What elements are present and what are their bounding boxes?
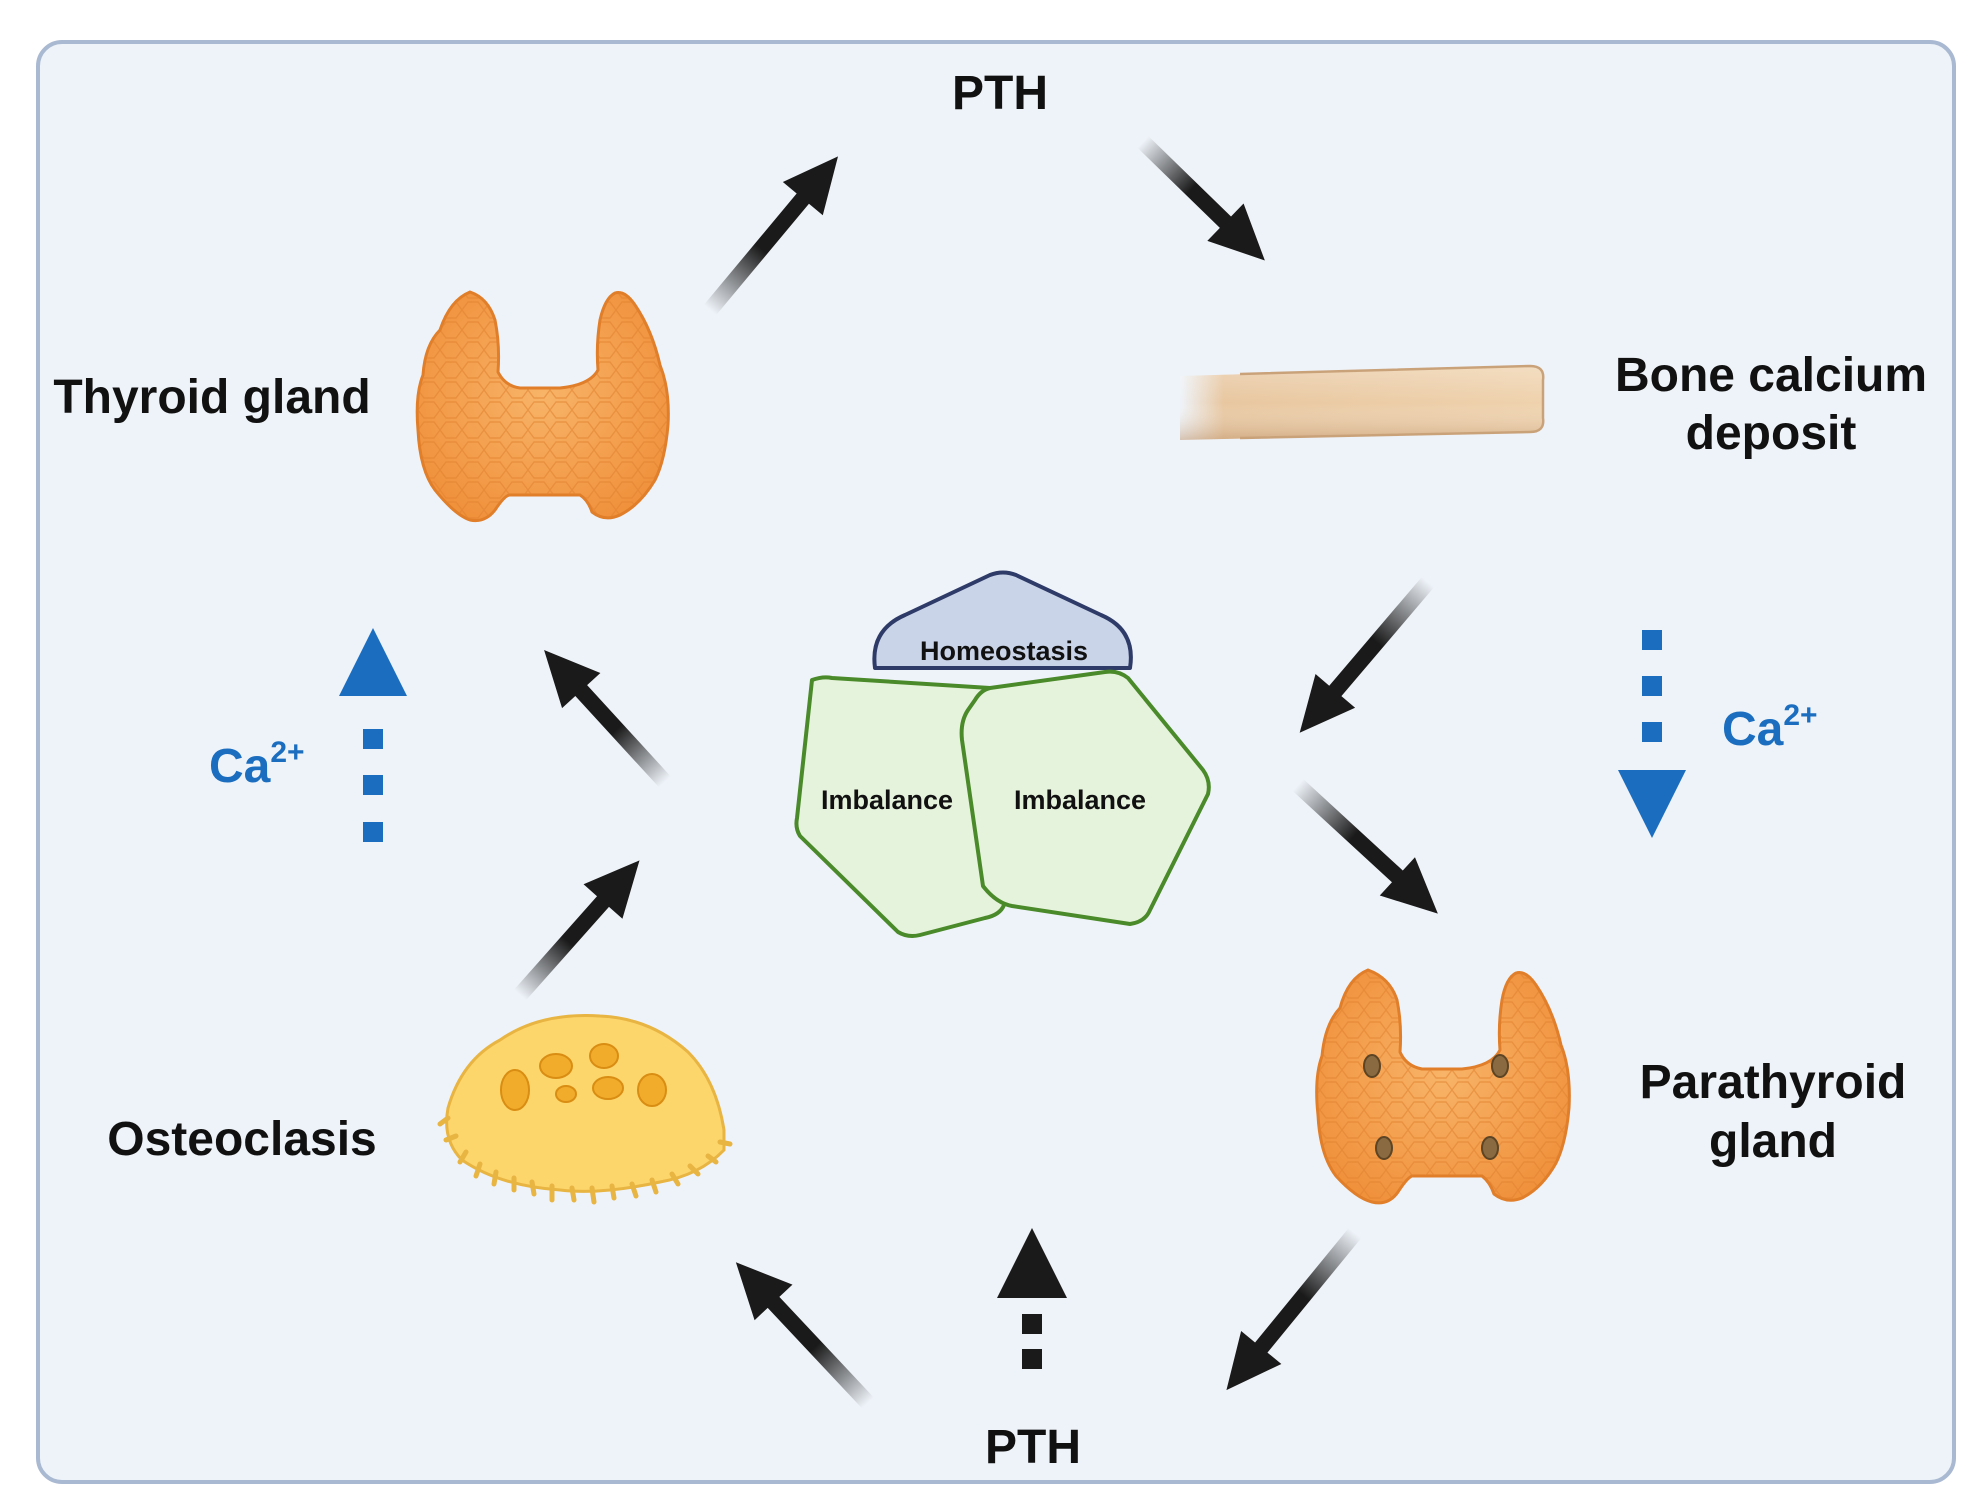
- parathyroid-label-line2: gland: [1709, 1115, 1837, 1168]
- calcium-left-label: Ca2+: [209, 736, 305, 793]
- osteoclast-cell-icon: [437, 1014, 733, 1205]
- calcium-right-charge: 2+: [1783, 699, 1817, 732]
- calcium-left-charge: 2+: [270, 736, 304, 769]
- thyroid-gland-icon: [415, 290, 670, 522]
- homeostasis-label: Homeostasis: [920, 636, 1088, 666]
- arrow-bone-to-center: [1299, 576, 1435, 733]
- pth-increase-dashed-arrow: [997, 1228, 1067, 1369]
- osteoclasis-label: Osteoclasis: [107, 1113, 376, 1166]
- homeostasis-shape: [872, 570, 1133, 670]
- arrow-parathyroid-to-pth: [1226, 1227, 1362, 1391]
- arrow-thyroid-to-pth: [703, 156, 839, 316]
- calcium-down-dashed-arrow: [1618, 630, 1686, 838]
- calcium-right-label: Ca2+: [1722, 699, 1818, 756]
- arrow-pth-to-bone: [1137, 136, 1265, 261]
- arrow-center-to-thyroid: [544, 650, 671, 788]
- arrow-center-to-parathyroid: [1292, 779, 1438, 914]
- calcium-right-base: Ca: [1722, 703, 1784, 756]
- parathyroid-gland-icon: [1315, 968, 1571, 1205]
- imbalance-left-shape: [794, 675, 1008, 938]
- bone-icon: [1180, 364, 1545, 440]
- pth-top-label: PTH: [952, 67, 1048, 120]
- calcium-up-dashed-arrow: [339, 628, 407, 842]
- imbalance-left-label: Imbalance: [821, 785, 953, 815]
- imbalance-right-shape: [959, 669, 1211, 926]
- bone-calcium-label-line2: deposit: [1686, 407, 1857, 460]
- calcium-left-base: Ca: [209, 740, 271, 793]
- bone-calcium-label-line1: Bone calcium: [1615, 349, 1927, 402]
- imbalance-right-label: Imbalance: [1014, 785, 1146, 815]
- arrow-osteoclast-to-center: [514, 860, 640, 1001]
- arrow-pth-to-osteoclast: [735, 1262, 874, 1409]
- pth-bottom-label: PTH: [985, 1421, 1081, 1474]
- thyroid-gland-label: Thyroid gland: [53, 371, 370, 424]
- parathyroid-label-line1: Parathyroid: [1640, 1056, 1907, 1109]
